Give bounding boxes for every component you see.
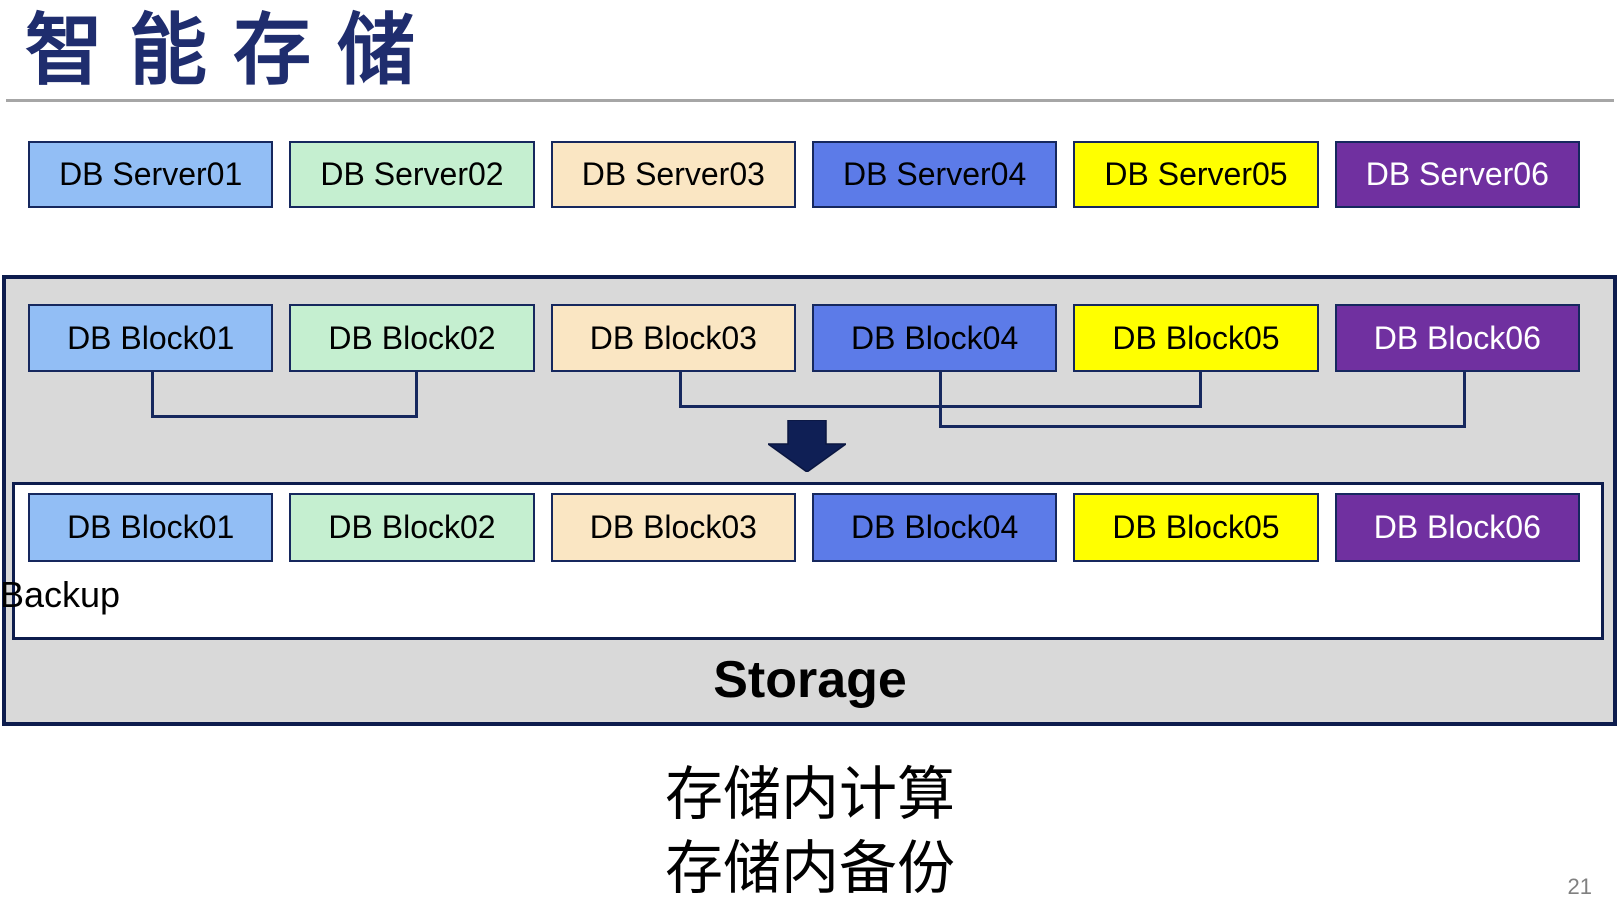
db-block-bottom-05-box: DB Block05 (1073, 493, 1319, 562)
caption-block: 存储内计算 存储内备份 (0, 758, 1620, 906)
connector-block05-vertical (1199, 372, 1202, 408)
caption-line-2: 存储内备份 (664, 836, 955, 901)
db-block-bottom-03-box: DB Block03 (550, 493, 796, 562)
db-block-bottom-02-box: DB Block02 (289, 493, 535, 562)
db-server-01-box: DB Server01 (28, 141, 274, 208)
page-title: 智能存储 (25, 6, 442, 94)
db-server-02-box: DB Server02 (289, 141, 535, 208)
storage-label: Storage (713, 651, 907, 709)
db-server-row: DB Server01 DB Server02 DB Server03 DB S… (28, 141, 1580, 208)
db-block-top-04-box: DB Block04 (811, 304, 1058, 372)
db-block-bottom-06-box: DB Block06 (1334, 493, 1580, 562)
connector-block04-block06-horizontal (939, 425, 1466, 428)
db-server-03-box: DB Server03 (550, 141, 796, 208)
db-server-06-box: DB Server06 (1334, 141, 1580, 208)
db-block-bottom-01-box: DB Block01 (28, 493, 274, 562)
db-block-top-02-box: DB Block02 (289, 304, 535, 372)
down-arrow-icon (765, 419, 849, 473)
connector-block01-block02-horizontal (151, 415, 418, 418)
caption-line-1: 存储内计算 (664, 762, 955, 827)
connector-block01-vertical (151, 372, 154, 418)
db-block-top-06-box: DB Block06 (1334, 304, 1580, 372)
db-block-bottom-04-box: DB Block04 (811, 493, 1058, 562)
connector-block06-vertical (1463, 372, 1466, 428)
db-block-top-03-box: DB Block03 (550, 304, 796, 372)
connector-block02-vertical (415, 372, 418, 418)
db-server-05-box: DB Server05 (1073, 141, 1319, 208)
page-number: 21 (1567, 874, 1592, 899)
db-block-row-top: DB Block01 DB Block02 DB Block03 DB Bloc… (28, 304, 1580, 372)
connector-block04-vertical (939, 372, 942, 428)
db-block-row-bottom: DB Block01 DB Block02 DB Block03 DB Bloc… (28, 493, 1580, 562)
db-block-top-01-box: DB Block01 (28, 304, 274, 372)
connector-block03-vertical (679, 372, 682, 408)
backup-label: Backup (0, 574, 121, 615)
db-block-top-05-box: DB Block05 (1073, 304, 1319, 372)
db-server-04-box: DB Server04 (811, 141, 1058, 208)
title-divider (6, 99, 1614, 102)
